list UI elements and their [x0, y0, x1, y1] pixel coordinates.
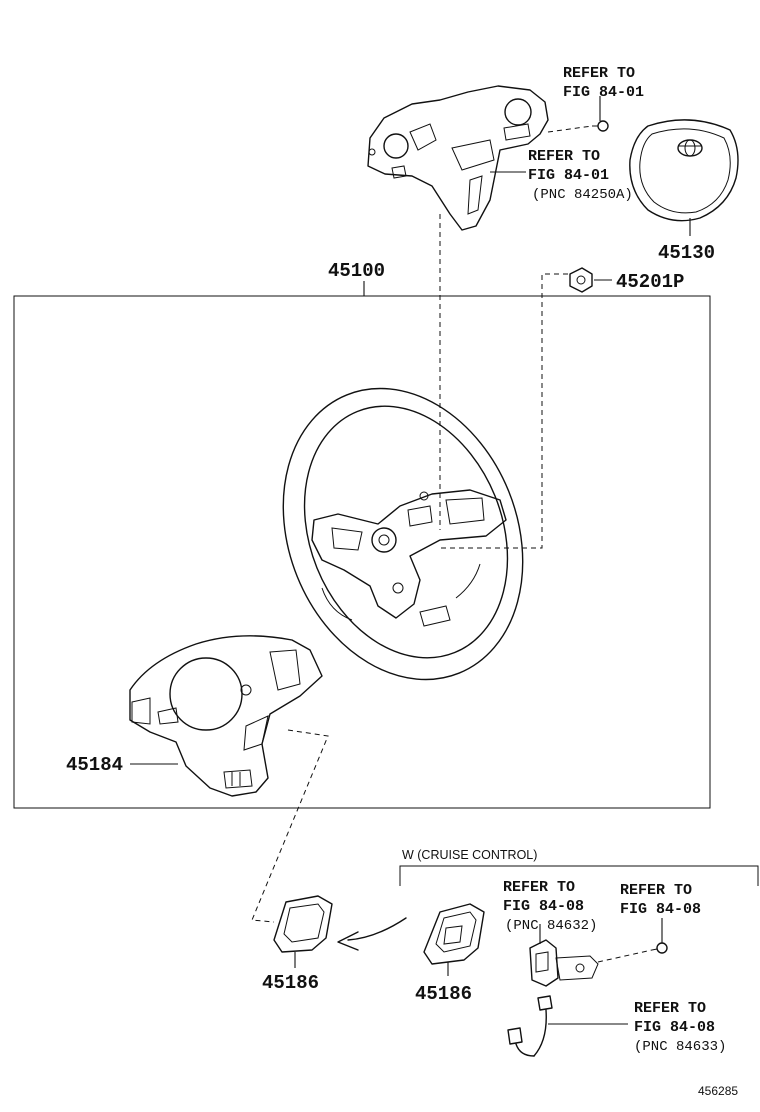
part-number-45186-left[interactable]: 45186: [262, 972, 319, 994]
ref-harness-line1[interactable]: REFER TO: [634, 1000, 706, 1017]
part-number-45201p[interactable]: 45201P: [616, 271, 684, 293]
ref-cruise-bolt-line2[interactable]: FIG 84-08: [620, 901, 701, 918]
illustration-id: 456285: [698, 1084, 738, 1098]
replacement-arrow: [347, 917, 407, 941]
part-number-45186-right[interactable]: 45186: [415, 983, 472, 1005]
dash-lower-cover-to-45186: [251, 729, 329, 923]
ref-harness-line3[interactable]: (PNC 84633): [634, 1039, 726, 1055]
part-number-45100[interactable]: 45100: [328, 260, 385, 282]
assembly-frame: [13, 295, 711, 809]
ref-spoke-cover-line2[interactable]: FIG 84-01: [528, 167, 609, 184]
nut-45201p-illustration: [569, 267, 593, 293]
lower-cover-illustration: [129, 635, 323, 797]
dash-bolt-to-cover: [547, 125, 593, 133]
ref-cruise-switch-line1[interactable]: REFER TO: [503, 879, 575, 896]
ref-top-bolt-line2[interactable]: FIG 84-01: [563, 84, 644, 101]
replacement-arrow-head: [337, 931, 359, 951]
dash-bolt-to-switch: [597, 949, 653, 963]
ref-cruise-switch-line3[interactable]: (PNC 84632): [505, 918, 597, 934]
spoke-cover-illustration: [367, 85, 549, 231]
bolt-cruise: [651, 942, 668, 954]
part-number-45130[interactable]: 45130: [658, 242, 715, 264]
part-number-45184[interactable]: 45184: [66, 754, 123, 776]
cruise-group-bracket: [399, 865, 759, 886]
ref-cruise-switch-line2[interactable]: FIG 84-08: [503, 898, 584, 915]
cruise-switch-illustration: [529, 939, 599, 987]
ref-spoke-cover-line3[interactable]: (PNC 84250A): [532, 187, 633, 203]
cover-45186-left-illustration: [273, 895, 333, 953]
bolt-top: [592, 120, 609, 132]
dash-nut-to-hub: [440, 273, 568, 549]
cruise-group-note[interactable]: W (CRUISE CONTROL): [402, 848, 537, 862]
cover-45186-right-illustration: [423, 903, 485, 965]
ref-cruise-bolt-line1[interactable]: REFER TO: [620, 882, 692, 899]
wire-harness-illustration: [507, 995, 553, 1057]
horn-pad-illustration: [629, 119, 739, 222]
ref-spoke-cover-line1[interactable]: REFER TO: [528, 148, 600, 165]
ref-top-bolt-line1[interactable]: REFER TO: [563, 65, 635, 82]
ref-harness-line2[interactable]: FIG 84-08: [634, 1019, 715, 1036]
steering-wheel-illustration: [282, 387, 524, 681]
